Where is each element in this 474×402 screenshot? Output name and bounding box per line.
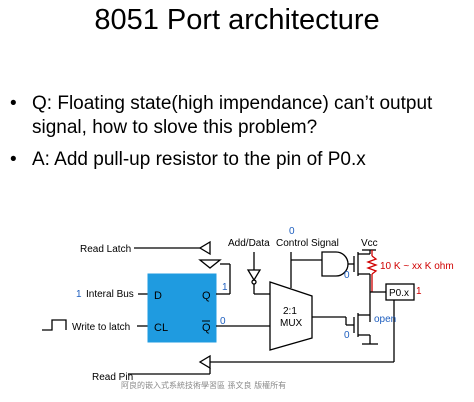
copyright-footer: 阿良的嵌入式系統技術學習區 孫文良 版權所有 (121, 380, 286, 390)
pin-box (385, 283, 415, 301)
inverter-bubble (251, 279, 257, 285)
bullet-answer: • A: Add pull-up resistor to the pin of … (10, 148, 470, 172)
bullet-list: • Q: Floating state(high impendance) can… (10, 92, 470, 180)
mux-name-label: MUX (280, 318, 303, 329)
slide-title: 8051 Port architecture (94, 4, 380, 36)
pull-up-resistor (366, 255, 378, 275)
and-gate (321, 251, 349, 277)
vcc-label: Vcc (361, 238, 378, 249)
q-value-label: 1 (222, 282, 228, 293)
control-value-label: 0 (289, 226, 295, 237)
open-label: open (374, 314, 396, 325)
interal-bus-value: 1 (76, 289, 82, 300)
mux-2-1 (269, 281, 313, 351)
port-architecture-diagram: Read Latch Add/Data Control Signal 0 Vcc… (42, 226, 454, 390)
pin-label: P0.x (389, 288, 409, 299)
upper-fet-value-label: 0 (344, 270, 350, 281)
read-pin-buffer (198, 354, 211, 370)
ff-qbar-label: Q (202, 322, 211, 334)
d-flipflop (147, 273, 217, 343)
bullet-question: • Q: Floating state(high impendance) can… (10, 92, 470, 140)
mux-ratio-label: 2:1 (283, 306, 297, 317)
bullet-answer-text: A: Add pull-up resistor to the pin of P0… (32, 149, 366, 170)
qbar-value-label: 0 (220, 316, 226, 327)
bullet-question-text: Q: Floating state(high impendance) can’t… (32, 93, 433, 138)
ff-d-label: D (154, 290, 162, 302)
write-to-latch-label: Write to latch (72, 322, 130, 333)
read-latch-buffer (198, 259, 222, 269)
clock-pulse-icon (42, 319, 67, 331)
ff-cl-label: CL (154, 322, 168, 334)
control-signal-label: Control Signal (276, 238, 339, 249)
interal-bus-label: Interal Bus (86, 289, 134, 300)
pin-value-label: 1 (416, 286, 422, 297)
lower-fet-value-label: 0 (344, 330, 350, 341)
add-data-label: Add/Data (228, 238, 270, 249)
add-data-inverter (246, 269, 262, 282)
read-latch-label: Read Latch (80, 244, 131, 255)
bullet-marker: • (10, 93, 17, 114)
bullet-marker: • (10, 149, 17, 170)
read-latch-arrow (198, 240, 211, 256)
ff-q-label: Q (202, 290, 211, 302)
resistor-label: 10 K ~ xx K ohm (380, 261, 454, 272)
read-pin-label: Read Pin (92, 372, 133, 383)
